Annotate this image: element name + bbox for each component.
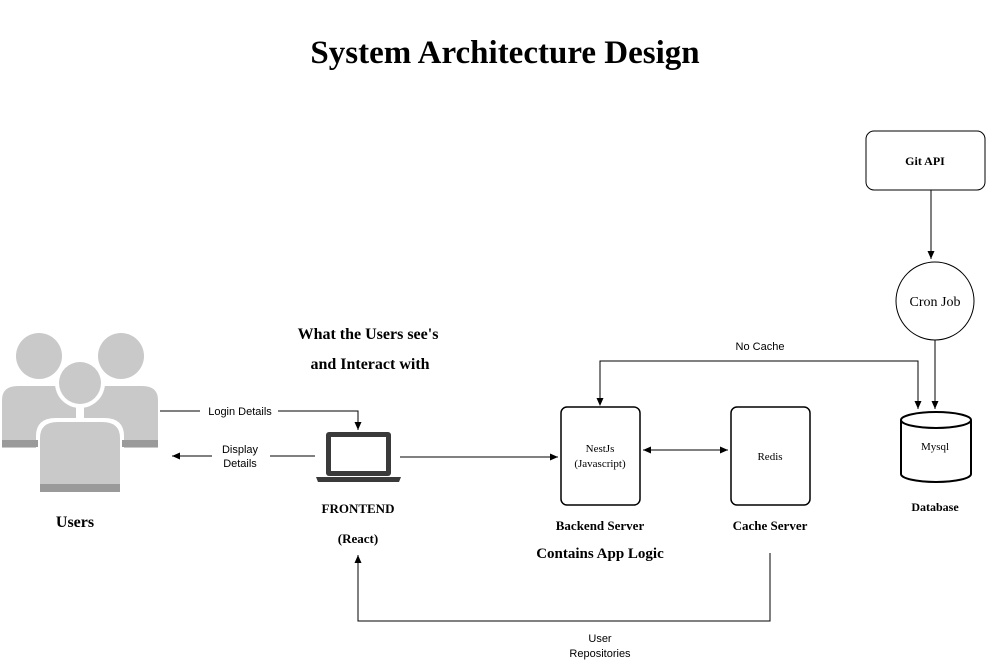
no-cache-label: No Cache [736,341,785,353]
cron-job-text: Cron Job [910,295,961,310]
users-label: Users [56,514,94,531]
cache-label: Cache Server [733,518,808,533]
cache-box-text: Redis [757,451,782,463]
diagram-title: System Architecture Design [310,35,699,71]
login-arrow-to-frontend [278,410,362,430]
frontend-note-line1: What the Users see's [298,326,439,343]
repos-label-2: Repositories [569,648,631,660]
database-label: Database [911,500,959,514]
backend-cache-arrowhead-left [643,446,651,454]
git-api-text: Git API [905,154,945,168]
frontend-sublabel: (React) [338,531,378,546]
backend-box-line1: NestJs [586,443,615,455]
cache-box [730,406,811,506]
display-details-label-2: Details [223,458,257,470]
backend-box-line2: (Javascript) [574,458,626,470]
backend-label: Backend Server [556,518,645,533]
no-cache-arrowhead-backend [596,398,604,406]
login-details-label: Login Details [208,406,272,418]
database-cylinder [900,411,972,483]
repos-label-1: User [588,633,612,645]
database-cylinder-text: Mysql [921,441,949,453]
laptop-icon [316,432,401,482]
frontend-note-line2: and Interact with [310,356,429,373]
backend-sublabel: Contains App Logic [536,546,664,562]
frontend-label: FRONTEND [322,501,395,516]
repos-arrow [354,553,771,622]
users-icon [2,333,158,496]
no-cache-arrow [599,360,922,409]
git-api-box [865,130,986,191]
backend-box [560,406,641,506]
display-details-label-1: Display [222,444,259,456]
